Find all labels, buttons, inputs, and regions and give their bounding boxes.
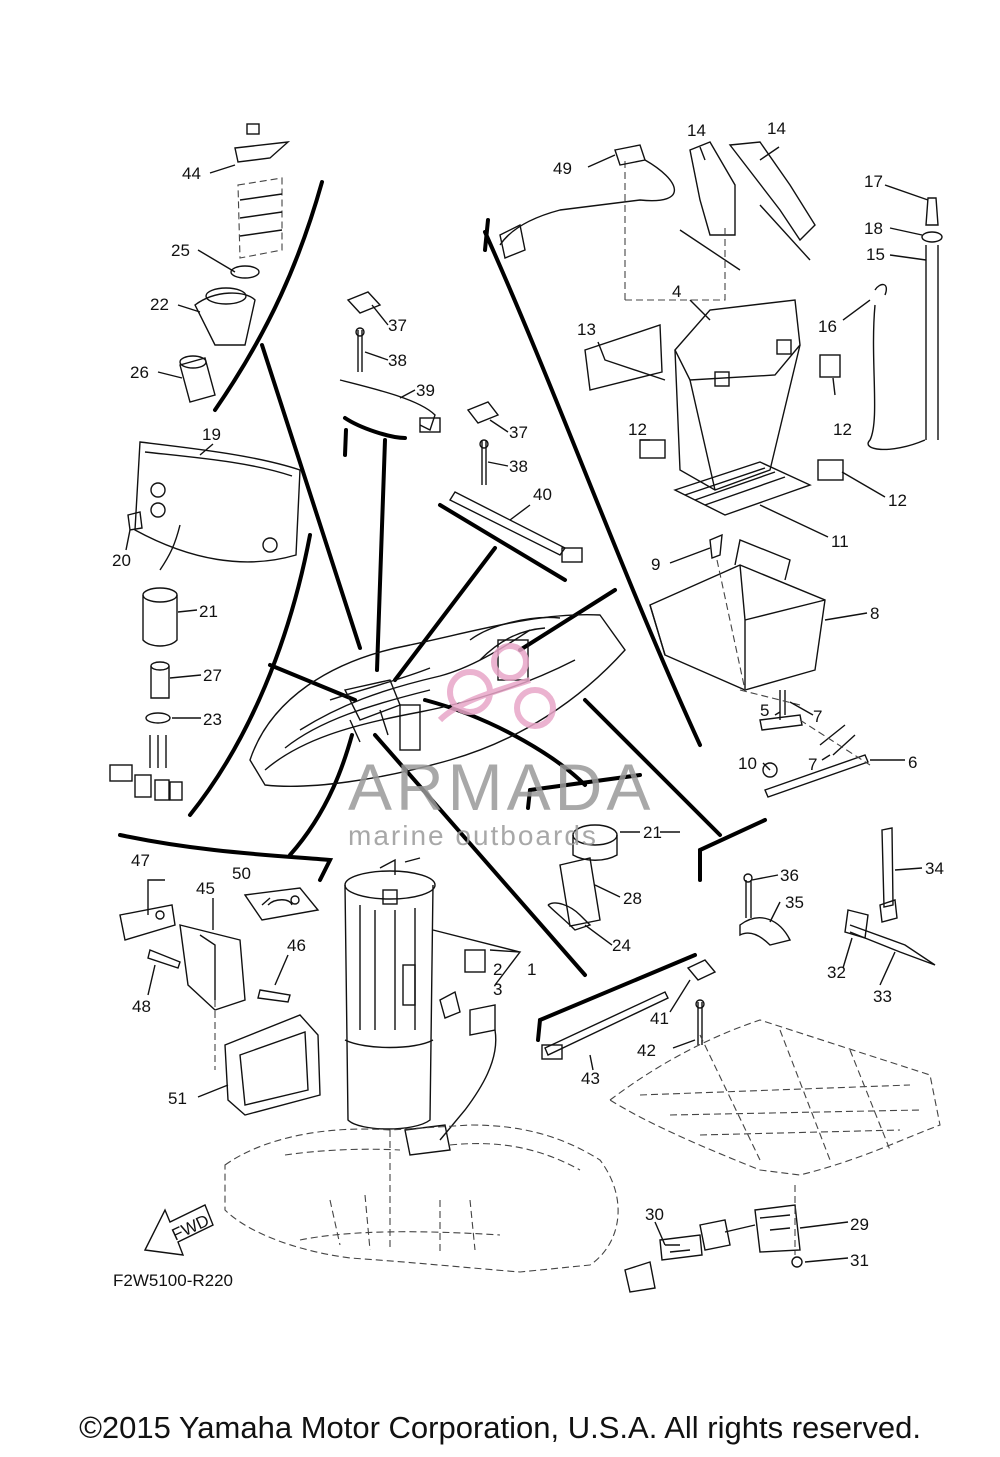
- fuel-pump-assembly: [344, 857, 522, 1156]
- center-right-parts: [547, 824, 618, 931]
- callout-46: 46: [287, 936, 306, 955]
- drawing-code: F2W5100-R220: [113, 1271, 233, 1290]
- callout-14-a: 14: [687, 121, 706, 140]
- callout-37-b: 37: [509, 423, 528, 442]
- callout-4: 4: [672, 282, 681, 301]
- bottom-left-parts: [119, 887, 321, 1116]
- callout-29: 29: [850, 1215, 869, 1234]
- right-fastener-parts: [739, 827, 936, 966]
- callout-19: 19: [202, 425, 221, 444]
- callout-10: 10: [738, 754, 757, 773]
- top-left-parts: [179, 123, 291, 403]
- callout-8: 8: [870, 604, 879, 623]
- callout-22: 22: [150, 295, 169, 314]
- copyright-notice: ©2015 Yamaha Motor Corporation, U.S.A. A…: [79, 1410, 921, 1445]
- callout-35: 35: [785, 893, 804, 912]
- callout-39: 39: [416, 381, 435, 400]
- callout-16: 16: [818, 317, 837, 336]
- callout-30: 30: [645, 1205, 664, 1224]
- callout-51: 51: [168, 1089, 187, 1108]
- forward-arrow-icon: FWD: [143, 1204, 214, 1256]
- callout-13: 13: [577, 320, 596, 339]
- callout-28: 28: [623, 889, 642, 908]
- callout-14-b: 14: [767, 119, 786, 138]
- callout-37-a: 37: [388, 316, 407, 335]
- callout-24: 24: [612, 936, 631, 955]
- callout-43: 43: [581, 1069, 600, 1088]
- callout-36: 36: [780, 866, 799, 885]
- callout-44: 44: [182, 164, 201, 183]
- callout-49: 49: [553, 159, 572, 178]
- callout-7-a: 7: [813, 707, 822, 726]
- fwd-label: FWD: [169, 1211, 212, 1245]
- group-leader-lines: [118, 180, 767, 1042]
- callout-45: 45: [196, 879, 215, 898]
- callout-18: 18: [864, 219, 883, 238]
- callout-12-b: 12: [833, 420, 852, 439]
- callout-6: 6: [908, 753, 917, 772]
- callout-21-b: 21: [643, 823, 662, 842]
- callout-12-c: 12: [888, 491, 907, 510]
- callout-3: 3: [493, 980, 502, 999]
- callout-41: 41: [650, 1009, 669, 1028]
- callout-15: 15: [866, 245, 885, 264]
- callout-1: 1: [527, 960, 536, 979]
- callout-2: 2: [493, 960, 502, 979]
- part-callouts: 1 2 3 4 5 6 7 7 8 9 10 11 12 12 12 13 14…: [112, 119, 944, 1270]
- left-parts: [109, 441, 301, 801]
- lower-hull-frame: [224, 1124, 619, 1273]
- callout-38-a: 38: [388, 351, 407, 370]
- callout-50: 50: [232, 864, 251, 883]
- callout-42: 42: [637, 1041, 656, 1060]
- callout-leader-lines: [125, 146, 929, 1263]
- callout-33: 33: [873, 987, 892, 1006]
- callout-11: 11: [831, 532, 849, 551]
- callout-12-a: 12: [628, 420, 647, 439]
- callout-47: 47: [131, 851, 150, 870]
- bottom-right-parts: [541, 959, 941, 1293]
- center-fastener-parts: [339, 291, 583, 563]
- watermark-tagline: marine outboards: [348, 820, 598, 851]
- callout-40: 40: [533, 485, 552, 504]
- armada-watermark: ARMADA marine outboards: [348, 643, 654, 851]
- callout-34: 34: [925, 859, 944, 878]
- battery-box-parts: [649, 533, 871, 798]
- callout-48: 48: [132, 997, 151, 1016]
- callout-9: 9: [651, 555, 660, 574]
- armada-logo-icon: [437, 643, 556, 729]
- callout-5: 5: [760, 701, 769, 720]
- battery-parts: [499, 141, 943, 516]
- callout-20: 20: [112, 551, 131, 570]
- callout-17: 17: [864, 172, 883, 191]
- callout-31: 31: [850, 1251, 869, 1270]
- callout-7-b: 7: [808, 755, 817, 774]
- watermark-brand: ARMADA: [348, 750, 654, 824]
- callout-23: 23: [203, 710, 222, 729]
- callout-25: 25: [171, 241, 190, 260]
- callout-21-a: 21: [199, 602, 218, 621]
- callout-32: 32: [827, 963, 846, 982]
- callout-27: 27: [203, 666, 222, 685]
- callout-26: 26: [130, 363, 149, 382]
- callout-38-b: 38: [509, 457, 528, 476]
